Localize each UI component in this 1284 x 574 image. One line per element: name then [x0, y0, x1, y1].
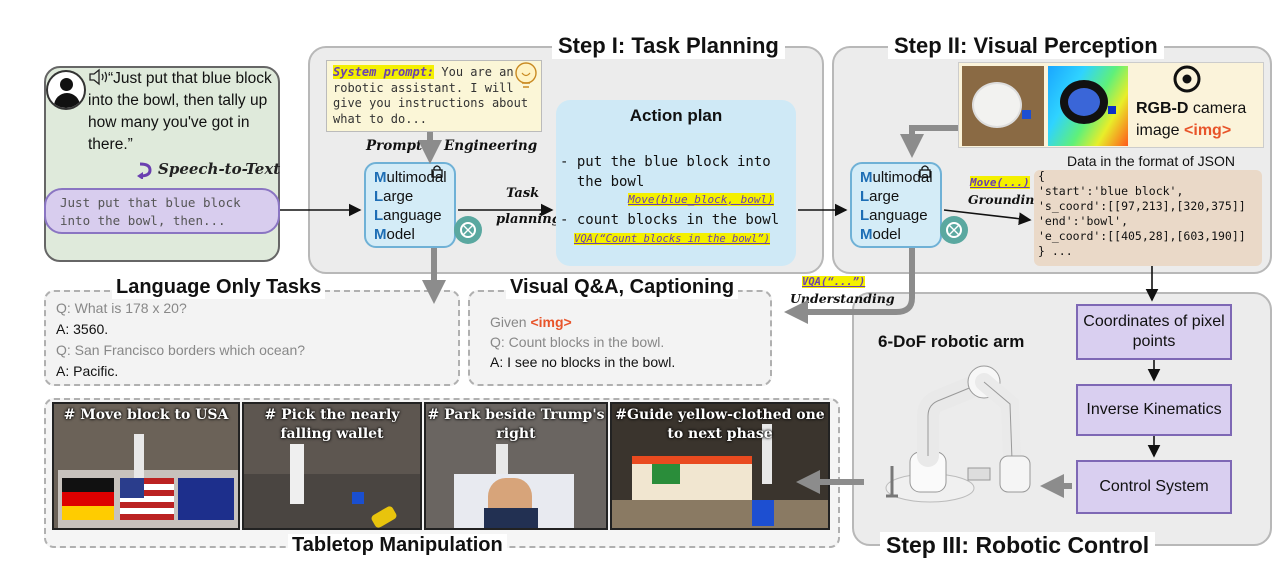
step1-title: Step I: Task Planning — [552, 33, 785, 59]
lightbulb-icon — [515, 62, 537, 88]
json-title: Data in the format of JSON — [1066, 153, 1236, 169]
move-grounding-call: Move(...) — [970, 176, 1030, 189]
vqa-given: Given <img> — [490, 314, 572, 330]
vqa-answer: A: I see no blocks in the bowl. — [490, 354, 676, 370]
plan-step-1-cont: the bowl — [560, 174, 645, 190]
language-a2: A: Pacific. — [56, 363, 119, 379]
engineering-label: Engineering — [444, 138, 538, 154]
language-a1: A: 3560. — [56, 321, 109, 337]
action-plan-title: Action plan — [629, 106, 723, 125]
stt-arrow-icon — [137, 162, 152, 179]
stt-label: Speech-to-Text — [158, 160, 281, 178]
task-caption: # Pick the nearly falling wallet — [264, 407, 400, 442]
json-card — [1034, 170, 1262, 266]
task-caption: # Move block to USA — [63, 407, 229, 423]
task-label: Task — [506, 186, 540, 201]
task-photo-usa: # Move block to USA — [52, 402, 240, 530]
vqa-question: Q: Count blocks in the bowl. — [490, 334, 665, 350]
json-line: 'start':'blue block', — [1038, 184, 1184, 198]
task-photo-trump: # Park beside Trump's right — [424, 402, 608, 530]
transcript-box: Just put that blue block into the bowl, … — [44, 188, 280, 234]
json-line: { — [1038, 169, 1045, 183]
understanding-label: Understanding — [790, 291, 895, 306]
speaker-icon — [89, 68, 108, 86]
lock-icon — [431, 165, 443, 178]
vqa-call: VQA(“...”) — [802, 276, 866, 288]
openai-logo-icon — [940, 216, 968, 244]
json-line: } ... — [1038, 244, 1073, 258]
tabletop-title: Tabletop Manipulation — [288, 534, 507, 557]
vqa-title: Visual Q&A, Captioning — [506, 276, 739, 299]
control-system-box: Control System — [1076, 460, 1232, 514]
language-tasks-title: Language Only Tasks — [112, 276, 326, 299]
language-tasks-panel — [44, 290, 460, 386]
system-prompt-card: System prompt: You are an robotic assist… — [326, 60, 542, 132]
plan-step-2: - count blocks in the bowl — [560, 212, 780, 228]
rgb-image — [962, 66, 1044, 146]
json-line: 'end':'bowl', — [1038, 214, 1129, 228]
plan-step-1: - put the blue block into — [560, 154, 771, 170]
llm-box-step2: Multimodal Large Language Model — [850, 162, 942, 248]
openai-logo-icon — [454, 216, 482, 244]
robot-arm-label: 6-DoF robotic arm — [878, 332, 1025, 351]
language-q1: Q: What is 178 x 20? — [56, 300, 187, 316]
depth-image — [1048, 66, 1128, 146]
task-photo-wallet: # Pick the nearly falling wallet — [242, 402, 422, 530]
plan-vqa-call: VQA(“Count blocks in the bowl”) — [574, 233, 770, 245]
task-caption: # Park beside Trump's right — [427, 407, 605, 442]
task-photo-game: #Guide yellow-clothed one to next phase — [610, 402, 830, 530]
json-line: 's_coord':[[97,213],[320,375]] — [1038, 199, 1246, 213]
camera-caption: RGB-D camera image <img> — [1136, 100, 1247, 139]
inverse-kinematics-box: Inverse Kinematics — [1076, 384, 1232, 436]
language-q2: Q: San Francisco borders which ocean? — [56, 342, 306, 358]
camera-eye-icon — [1173, 65, 1201, 93]
task-caption: #Guide yellow-clothed one to next phase — [615, 407, 825, 442]
vqa-panel — [468, 290, 772, 386]
llm-box-step1: Multimodal Large Language Model — [364, 162, 456, 248]
prompt-label: Prompt — [366, 138, 423, 154]
speech-quote: “Just put that blue block into the bowl,… — [88, 70, 272, 153]
plan-move-call: Move(blue_block, bowl) — [628, 193, 774, 206]
json-line: 'e_coord':[[405,28],[603,190]] — [1038, 229, 1246, 243]
robotic-arm-illustration — [885, 365, 1031, 503]
coordinates-box: Coordinates of pixel points — [1076, 304, 1232, 360]
user-avatar-icon — [46, 70, 86, 110]
step3-title: Step III: Robotic Control — [880, 532, 1156, 559]
grounding-label: Grounding — [968, 192, 1044, 207]
lock-icon — [919, 165, 931, 178]
planning-label: planning — [496, 212, 561, 227]
step2-title: Step II: Visual Perception — [888, 33, 1164, 59]
